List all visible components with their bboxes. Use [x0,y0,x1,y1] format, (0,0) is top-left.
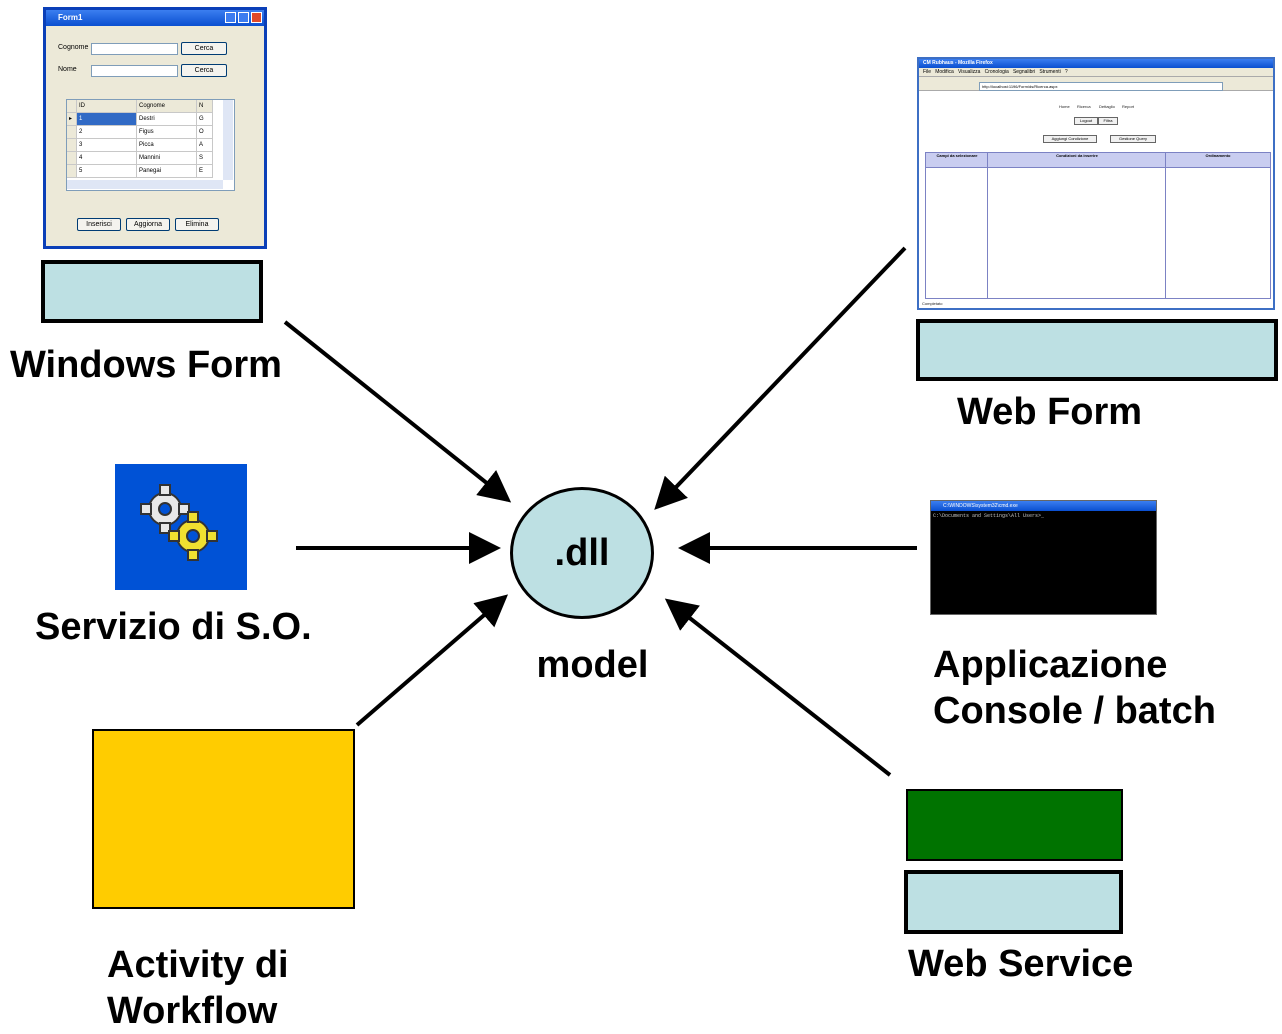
grid-cell-id[interactable]: 3 [77,139,137,152]
grid-cell-cognome[interactable]: Destri [137,113,197,126]
filtra-button[interactable]: Filtra [1098,117,1118,125]
grid-cell-n[interactable]: G [197,113,213,126]
console-title: C:\WINDOWS\system32\cmd.exe [931,501,1156,511]
conditions-panel-header: Condizioni da inserire [987,152,1167,168]
grid-cell-id[interactable]: 2 [77,126,137,139]
close-icon[interactable] [251,12,262,23]
winform-titlebar: Form1 [46,10,264,26]
tab-ricerca[interactable]: Ricerca [1077,104,1091,109]
model-dll-node: .dll [510,487,654,619]
grid-row-header [67,126,77,139]
add-condition-button[interactable]: Aggiungi Condizione [1043,135,1097,143]
ordering-panel-header: Ordinamento [1165,152,1271,168]
aggiorna-button[interactable]: Aggiorna [126,218,170,231]
address-bar[interactable]: http://localhost:1196/Form/ds/Ricerca.as… [979,82,1223,91]
logout-button[interactable]: Logout [1074,117,1098,125]
grid-col-cognome: Cognome [137,100,197,113]
web-form-box [916,319,1278,381]
console-window: C:\WINDOWS\system32\cmd.exe C:\Documents… [930,500,1157,615]
nome-label: Nome [58,66,77,73]
web-service-label: Web Service [908,943,1134,985]
maximize-icon[interactable] [238,12,249,23]
grid-cell-cognome[interactable]: Figus [137,126,197,139]
grid-cell-cognome[interactable]: Panegai [137,165,197,178]
row-pointer-icon: ▸ [67,113,77,126]
cerca-cognome-button[interactable]: Cerca [181,42,227,55]
arrow-from-web-form [654,246,907,510]
minimize-icon[interactable] [225,12,236,23]
tab-home[interactable]: Home [1059,104,1070,109]
workflow-activity-label: Activity di Workflow [107,944,289,1032]
console-prompt: C:\Documents and Settings\All Users>_ [933,513,1045,519]
browser-menu[interactable]: File Modifica Visualizza Cronologia Segn… [919,68,1273,77]
os-service-label: Servizio di S.O. [35,606,312,648]
web-form-label: Web Form [957,391,1143,433]
conditions-panel [987,152,1167,299]
grid-cell-id[interactable]: 4 [77,152,137,165]
grid-vertical-scrollbar[interactable] [223,100,233,180]
web-service-green-box [906,789,1123,861]
grid-cell-n[interactable]: S [197,152,213,165]
grid-cell-cognome[interactable]: Picca [137,139,197,152]
console-app-label: Applicazione Console / batch [933,644,1216,732]
grid-horizontal-scrollbar[interactable] [67,180,223,189]
grid-col-id: ID [77,100,137,113]
grid-cell-n[interactable]: E [197,165,213,178]
gears-icon [140,484,218,561]
grid-cell-id[interactable]: 1 [77,113,137,126]
os-service-icon-tile [115,464,247,590]
winform-title: Form1 [58,13,83,22]
arrow-from-windows-form [283,320,512,503]
web-service-box [904,870,1123,934]
tab-report[interactable]: Report [1122,104,1135,109]
web-form-browser: CM Rubhaus - Mozilla Firefox File Modifi… [917,57,1275,310]
dll-label: .dll [554,532,610,574]
grid-row-header [67,100,77,113]
data-grid[interactable]: ID Cognome N ▸ 1 Destri G 2 Figus O 3 Pi… [66,99,235,191]
elimina-button[interactable]: Elimina [175,218,219,231]
arrow-from-web-service [664,598,892,777]
nome-input[interactable] [91,65,178,77]
manage-query-button[interactable]: Gestione Query [1110,135,1156,143]
windows-form-window: Form1 Cognome Cerca Nome Cerca ID Cognom… [43,7,267,249]
cognome-input[interactable] [91,43,178,55]
browser-title: CM Rubhaus - Mozilla Firefox [919,59,1273,68]
cognome-label: Cognome [58,44,89,51]
grid-cell-n[interactable]: O [197,126,213,139]
grid-row-header [67,139,77,152]
arrow-from-workflow [355,594,509,727]
grid-cell-cognome[interactable]: Mannini [137,152,197,165]
tab-dettaglio[interactable]: Dettaglio [1099,104,1115,109]
grid-cell-id[interactable]: 5 [77,165,137,178]
grid-row-header [67,165,77,178]
grid-col-n: N [197,100,213,113]
inserisci-button[interactable]: Inserisci [77,218,121,231]
status-bar: Completato [922,301,943,306]
grid-cell-n[interactable]: A [197,139,213,152]
windows-form-label: Windows Form [10,344,282,386]
cerca-nome-button[interactable]: Cerca [181,64,227,77]
tab-strip [925,103,1269,108]
grid-row-header [67,152,77,165]
fields-panel-header: Campi da selezionare [925,152,989,168]
ordering-panel [1165,152,1271,299]
model-caption: model [536,644,649,686]
fields-panel [925,152,989,299]
windows-form-box [41,260,263,323]
workflow-activity-box [92,729,355,909]
